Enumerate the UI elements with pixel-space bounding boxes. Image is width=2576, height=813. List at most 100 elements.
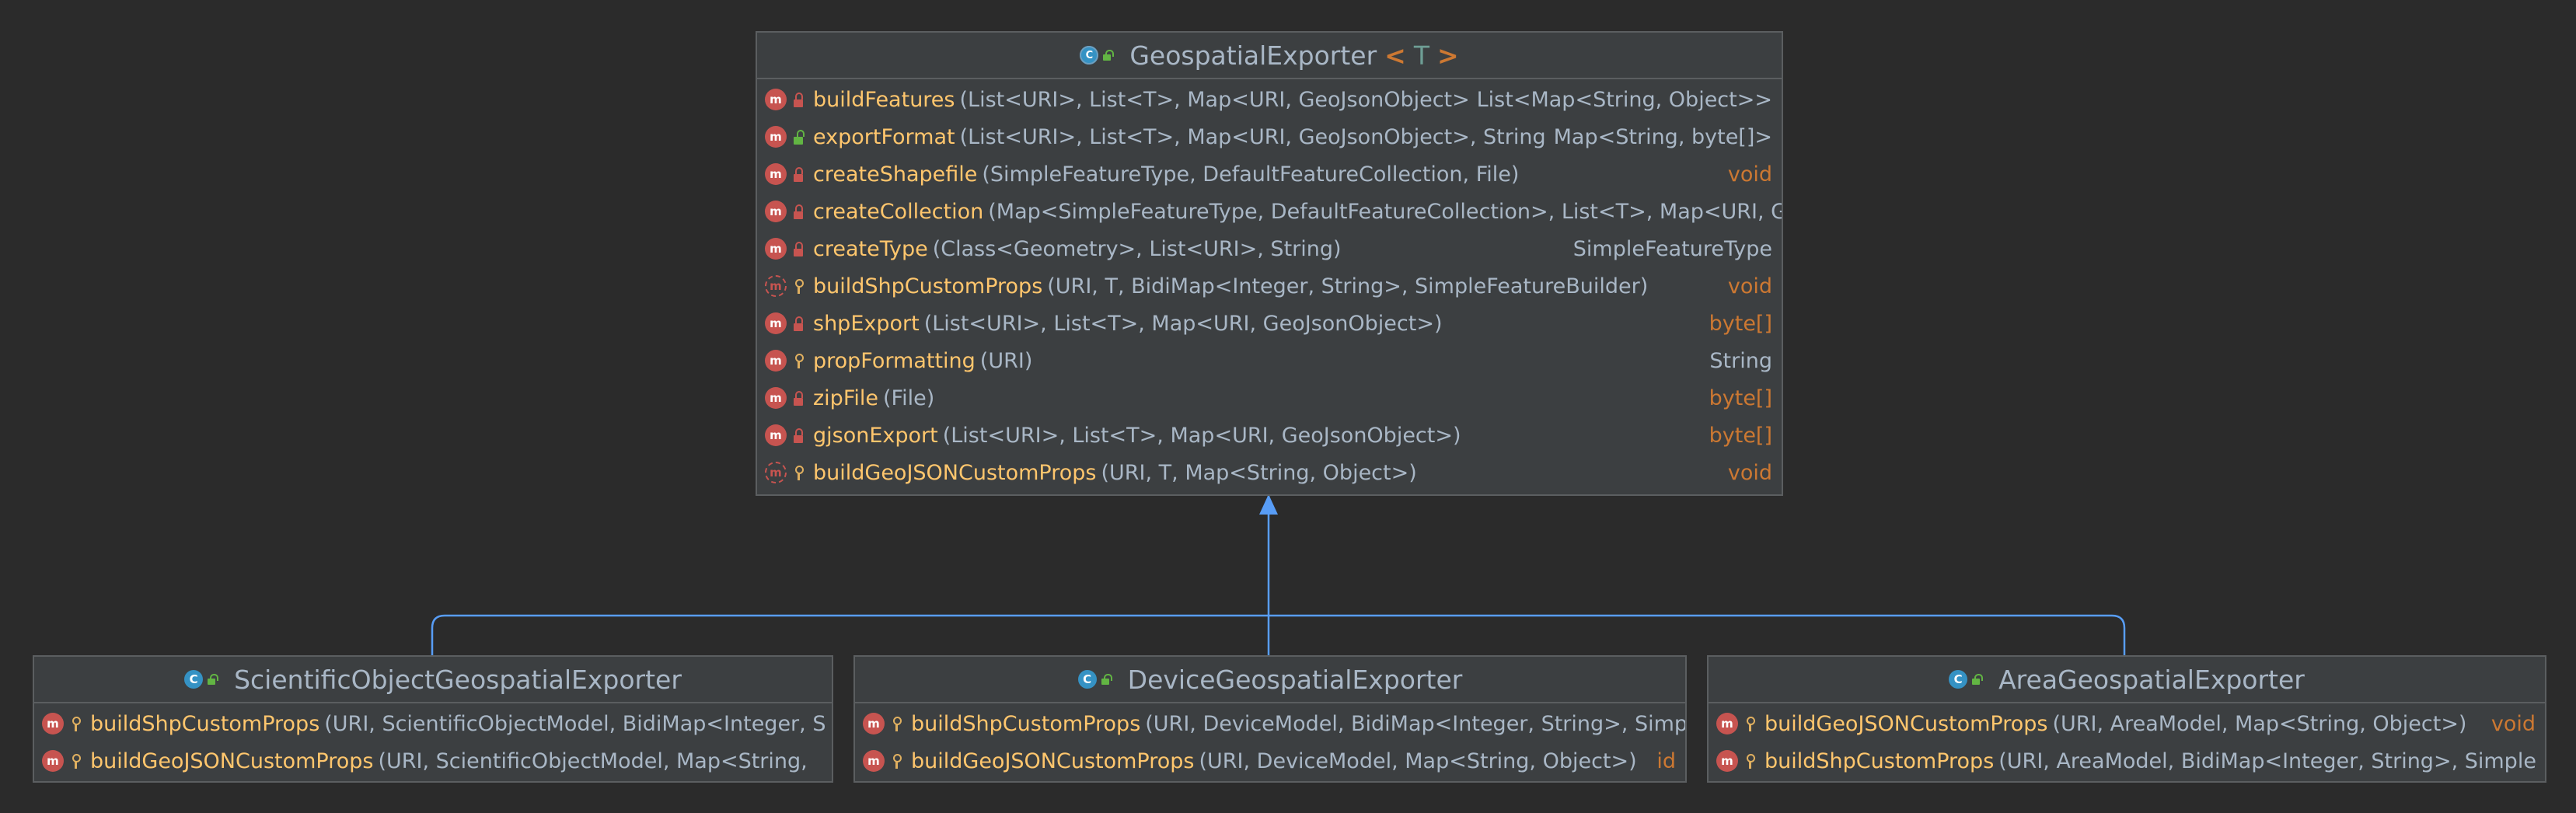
class-icons: C — [1080, 46, 1115, 65]
generic-close: > — [1437, 40, 1459, 71]
return-type: List<Map<String, Object>> — [1468, 81, 1772, 118]
class-icon: C — [184, 670, 204, 689]
private-visibility-icon — [793, 390, 804, 406]
return-type: SimpleFeatureType — [1565, 230, 1772, 267]
private-visibility-icon — [793, 316, 804, 331]
method-icon: m — [42, 713, 64, 734]
method-params: (URI, ScientificObjectModel, BidiMap<Int… — [324, 711, 826, 736]
method-name: buildShpCustomProps — [813, 274, 1043, 298]
public-visibility-icon — [1100, 674, 1112, 685]
class-header: C AreaGeospatialExporter — [1709, 657, 2545, 703]
protected-visibility-icon — [891, 753, 902, 769]
method-params: (URI, DeviceModel, Map<String, Object>) — [1199, 748, 1637, 773]
inheritance-arrowhead — [1259, 494, 1278, 515]
method-name: buildShpCustomProps — [90, 711, 320, 736]
method-params: (URI, AreaModel, Map<String, Object>) — [2052, 711, 2467, 736]
method-name: buildGeoJSONCustomProps — [911, 748, 1195, 773]
method-icon: m — [765, 201, 787, 222]
method-params: (List<URI>, List<T>, Map<URI, GeoJsonObj… — [923, 311, 1443, 336]
class-geospatial-exporter[interactable]: C GeospatialExporter<T> m buildFeatures (L… — [756, 31, 1783, 496]
connector-scientific — [431, 614, 1269, 655]
return-type: void — [1719, 454, 1772, 491]
method-icon: m — [765, 89, 787, 110]
generic-open: < — [1384, 40, 1406, 71]
method-row[interactable]: m createType(Class<Geometry>, List<URI>, … — [757, 230, 1782, 267]
return-type: id — [1649, 742, 1676, 780]
method-icon: m — [765, 126, 787, 148]
return-type: byte[] — [1701, 379, 1772, 417]
method-icon: m — [42, 750, 64, 772]
abstract-method-icon: m — [765, 275, 787, 297]
return-type: byte[] — [1701, 417, 1772, 454]
return-type: void — [1719, 155, 1772, 193]
method-icon: m — [765, 238, 787, 260]
private-visibility-icon — [793, 166, 804, 182]
method-row[interactable]: m buildGeoJSONCustomProps(URI, DeviceMode… — [855, 742, 1685, 780]
method-icon: m — [863, 713, 885, 734]
method-params: (URI, DeviceModel, BidiMap<Integer, Stri… — [1145, 711, 1687, 736]
method-name: createType — [813, 236, 928, 261]
abstract-class-icon: C — [1080, 46, 1099, 65]
method-params: (Class<Geometry>, List<URI>, String) — [932, 236, 1342, 261]
protected-visibility-icon — [793, 465, 804, 480]
method-name: buildGeoJSONCustomProps — [1764, 711, 2048, 736]
abstract-method-icon: m — [765, 462, 787, 483]
method-name: exportFormat — [813, 124, 955, 149]
method-row[interactable]: m buildShpCustomProps(URI, ScientificObje… — [34, 705, 832, 742]
method-row[interactable]: m buildShpCustomProps(URI, AreaModel, Bid… — [1709, 742, 2545, 780]
method-name: propFormatting — [813, 348, 976, 373]
protected-visibility-icon — [70, 716, 81, 731]
method-name: zipFile — [813, 386, 878, 410]
return-type: void — [1719, 267, 1772, 305]
method-row[interactable]: m zipFile(File) byte[] — [757, 379, 1782, 417]
class-header: C GeospatialExporter<T> — [757, 33, 1782, 79]
class-icon: C — [1077, 670, 1097, 689]
public-visibility-icon — [1101, 50, 1115, 61]
method-icon: m — [765, 312, 787, 334]
method-params: (URI, AreaModel, BidiMap<Integer, String… — [1998, 748, 2536, 773]
private-visibility-icon — [793, 427, 804, 443]
return-type: Map<String, byte[]> — [1545, 118, 1772, 155]
method-name: buildShpCustomProps — [1764, 748, 1995, 773]
private-visibility-icon — [793, 92, 804, 107]
protected-visibility-icon — [1744, 753, 1755, 769]
private-visibility-icon — [793, 204, 804, 219]
method-row[interactable]: m shpExport(List<URI>, List<T>, Map<URI, … — [757, 305, 1782, 342]
method-params: (Map<SimpleFeatureType, DefaultFeatureCo… — [988, 199, 1783, 224]
protected-visibility-icon — [1744, 716, 1755, 731]
protected-visibility-icon — [891, 716, 902, 731]
method-params: (SimpleFeatureType, DefaultFeatureCollec… — [982, 162, 1520, 187]
class-icons: C — [1077, 670, 1112, 689]
return-type: String — [1702, 342, 1772, 379]
protected-visibility-icon — [793, 278, 804, 294]
method-icon: m — [863, 750, 885, 772]
method-name: buildGeoJSONCustomProps — [813, 460, 1097, 485]
method-params: (URI) — [979, 348, 1033, 373]
method-params: (File) — [883, 386, 935, 410]
private-visibility-icon — [793, 241, 804, 256]
public-visibility-icon — [206, 674, 219, 685]
class-icon: C — [1949, 670, 1968, 689]
method-name: shpExport — [813, 311, 920, 336]
method-icon: m — [765, 387, 787, 409]
class-header: C DeviceGeospatialExporter — [855, 657, 1685, 703]
method-icon: m — [1716, 750, 1738, 772]
protected-visibility-icon — [70, 753, 81, 769]
method-name: buildFeatures — [813, 87, 955, 112]
